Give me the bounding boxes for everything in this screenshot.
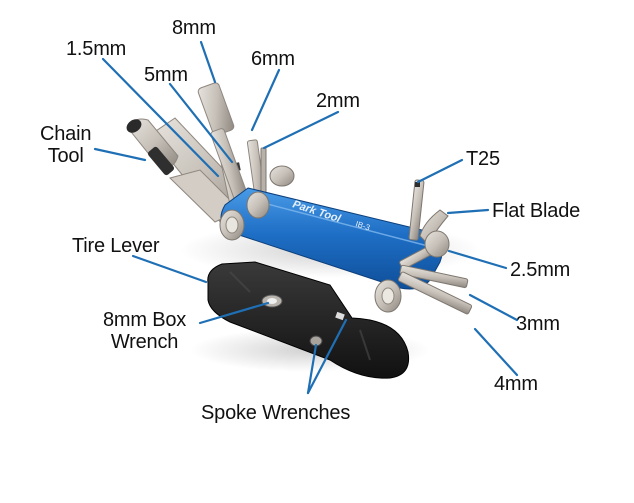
leader-3mm: [468, 293, 519, 322]
label-box-wrench-line2: Wrench: [110, 331, 179, 353]
leader-tire-lever: [131, 254, 208, 284]
label-chain-tool: Chain Tool: [40, 123, 91, 167]
leader-box-wrench: [198, 301, 270, 325]
leader-6mm: [250, 68, 281, 132]
leader-4mm: [473, 327, 519, 377]
model-text: IB-3: [354, 219, 371, 232]
label-box-wrench: 8mm Box Wrench: [103, 309, 186, 353]
right-pivot-bolts: [374, 230, 450, 313]
leader-chain-tool: [93, 147, 147, 162]
label-8mm: 8mm: [172, 17, 216, 39]
label-flat-blade: Flat Blade: [492, 200, 581, 222]
leader-t25: [416, 158, 464, 184]
leader-5mm: [168, 82, 234, 164]
leader-spoke-1: [306, 343, 318, 395]
label-6mm: 6mm: [251, 48, 295, 70]
leader-2-5mm: [447, 249, 508, 270]
label-3mm: 3mm: [516, 313, 560, 335]
label-2-5mm: 2.5mm: [510, 259, 571, 281]
left-pivot-bolt: [219, 165, 295, 241]
label-2mm: 2mm: [316, 90, 360, 112]
label-spoke-wrenches: Spoke Wrenches: [201, 402, 351, 424]
label-box-wrench-line1: 8mm Box: [103, 309, 187, 331]
leader-2mm: [262, 110, 340, 150]
leader-lines: [93, 40, 519, 395]
label-chain-tool-line2: Tool: [47, 145, 84, 167]
label-t25: T25: [466, 148, 500, 170]
label-4mm: 4mm: [494, 373, 538, 395]
label-5mm: 5mm: [144, 64, 188, 86]
leader-8mm: [199, 40, 217, 84]
leader-spoke-2: [306, 318, 348, 395]
label-chain-tool-line1: Chain: [40, 123, 92, 145]
label-tire-lever: Tire Lever: [72, 235, 160, 257]
leader-1-5mm: [101, 57, 220, 178]
leader-flat-blade: [446, 208, 490, 215]
label-1-5mm: 1.5mm: [66, 38, 127, 60]
